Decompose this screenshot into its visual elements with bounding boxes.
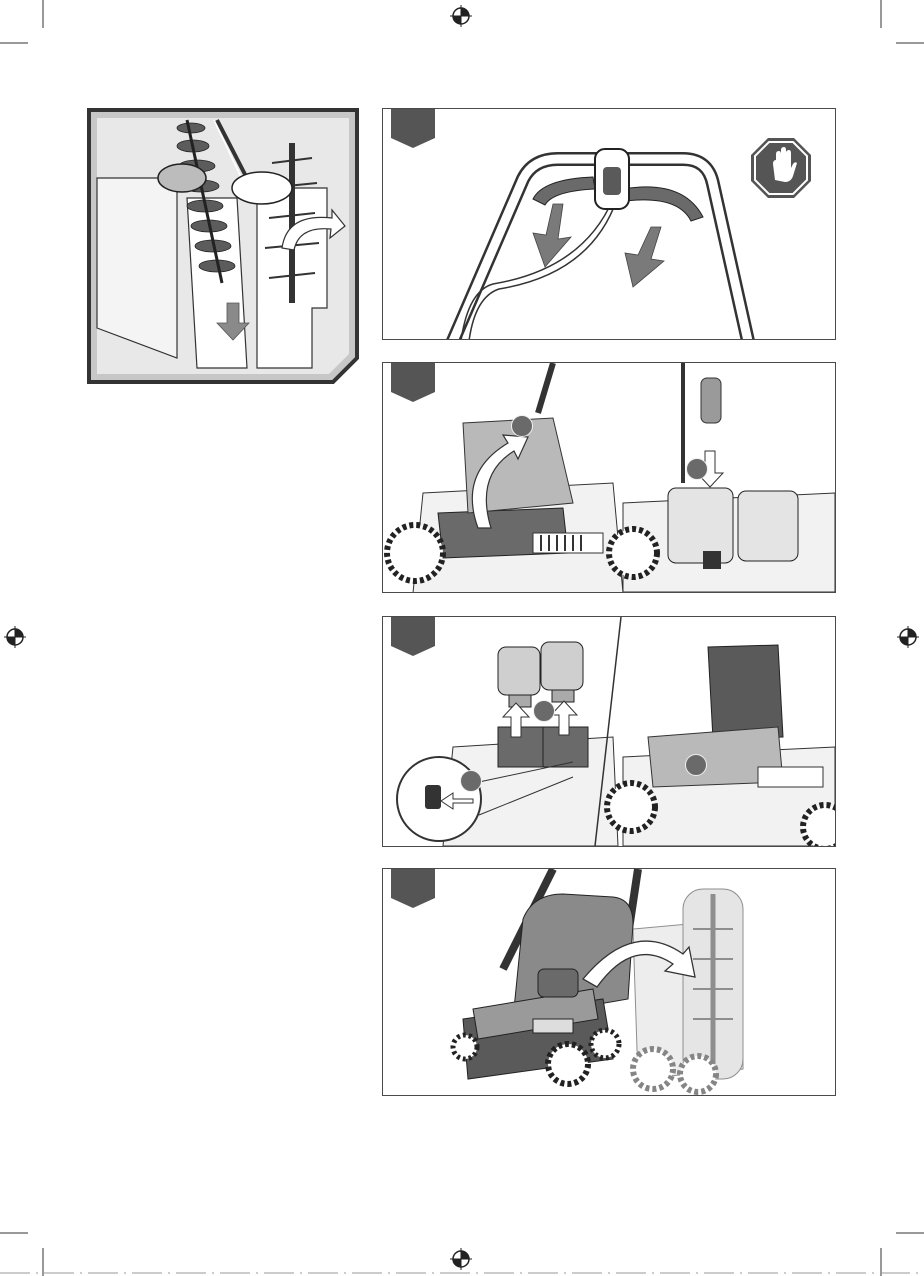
bottom-trim-line [0, 0, 924, 1276]
